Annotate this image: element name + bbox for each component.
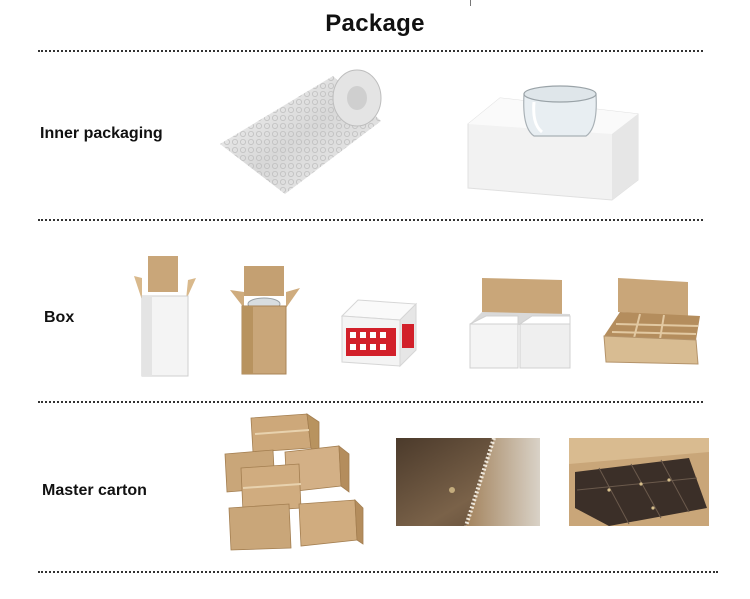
divider-top xyxy=(38,50,703,52)
kraft-divided-carton-photo xyxy=(602,276,702,366)
carton-interior-photo xyxy=(569,438,709,526)
white-printed-box-photo xyxy=(340,298,418,368)
divider-2 xyxy=(38,401,703,403)
section-label-inner-packaging: Inner packaging xyxy=(40,125,163,142)
top-tick-mark xyxy=(470,0,471,6)
section-label-box: Box xyxy=(44,309,75,326)
divider-bottom xyxy=(38,571,718,573)
section-label-master-carton: Master carton xyxy=(42,482,147,499)
stacked-cartons-photo xyxy=(215,412,367,552)
page-title: Package xyxy=(325,10,425,37)
cup-in-foam-photo xyxy=(462,84,642,202)
divider-1 xyxy=(38,219,703,221)
white-double-carton-photo xyxy=(466,276,576,370)
white-tall-box-photo xyxy=(130,256,200,378)
bubble-wrap-photo xyxy=(215,66,385,201)
corrugated-edge-photo xyxy=(396,438,540,526)
kraft-tall-box-photo xyxy=(228,264,302,376)
